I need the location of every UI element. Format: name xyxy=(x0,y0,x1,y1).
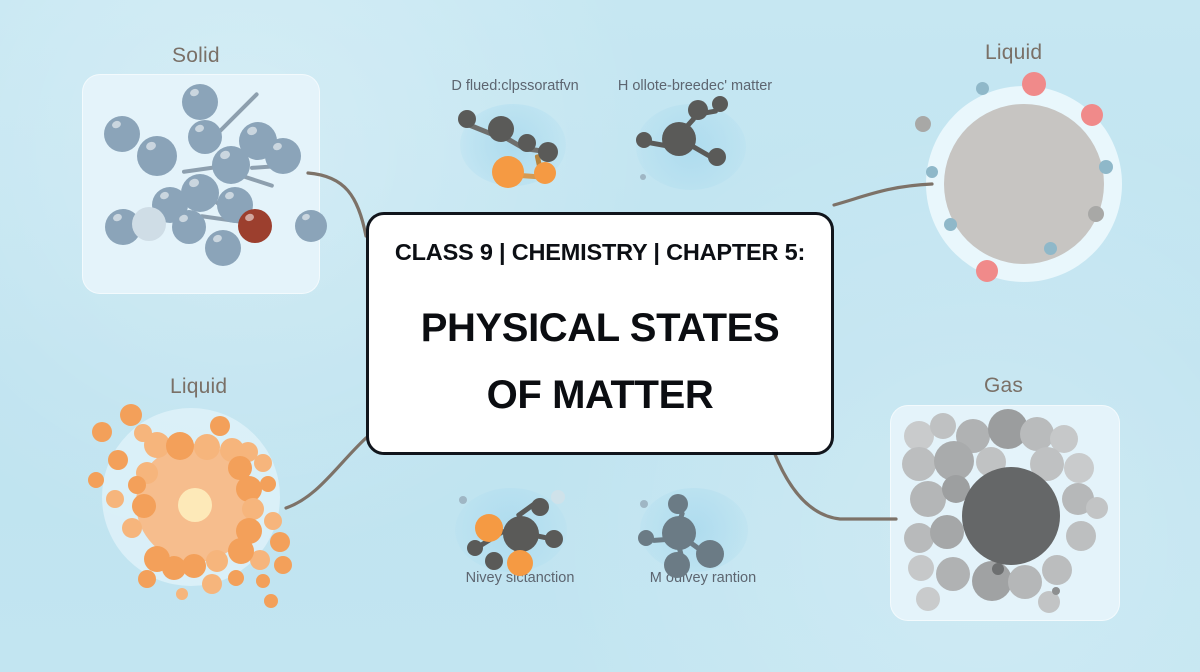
icon-caption-top-right: H ollote-breedec' matter xyxy=(617,78,773,94)
panel-label-solid: Solid xyxy=(172,44,220,67)
title-eyebrow: CLASS 9 | CHEMISTRY | CHAPTER 5: xyxy=(394,239,806,265)
icon-group-bottom-right: M ouivey rantion xyxy=(628,482,778,592)
icon-group-top-left: D flued:clpssoratfvn xyxy=(440,78,590,188)
liquid-core xyxy=(944,104,1104,264)
liquid-bottom-core xyxy=(178,488,212,522)
gas-particle-cluster xyxy=(890,405,1120,621)
panel-label-gas: Gas xyxy=(984,374,1024,397)
panel-label-liquid-bottom: Liquid xyxy=(170,375,228,398)
icon-caption-top-left: D flued:clpssoratfvn xyxy=(451,78,579,94)
icon-group-top-right: H ollote-breedec' matter xyxy=(618,78,772,190)
panel-liquid-bottom xyxy=(78,398,318,620)
icon-caption-bottom-right: M ouivey rantion xyxy=(649,570,757,586)
icon-caption-bottom-left: Nivey sictanction xyxy=(465,570,575,586)
icon-group-bottom-left: Nivey sictanction xyxy=(445,482,595,592)
panel-label-liquid-top: Liquid xyxy=(985,41,1043,64)
title-headline-line2: OF MATTER xyxy=(486,373,714,417)
panel-liquid-top xyxy=(915,72,1130,290)
title-card: CLASS 9 | CHEMISTRY | CHAPTER 5: PHYSICA… xyxy=(366,212,834,455)
gas-core xyxy=(962,467,1060,565)
solid-particle-cluster xyxy=(82,74,327,294)
title-headline-line1: PHYSICAL STATES xyxy=(420,306,780,350)
solid-accent-particle xyxy=(238,209,272,243)
